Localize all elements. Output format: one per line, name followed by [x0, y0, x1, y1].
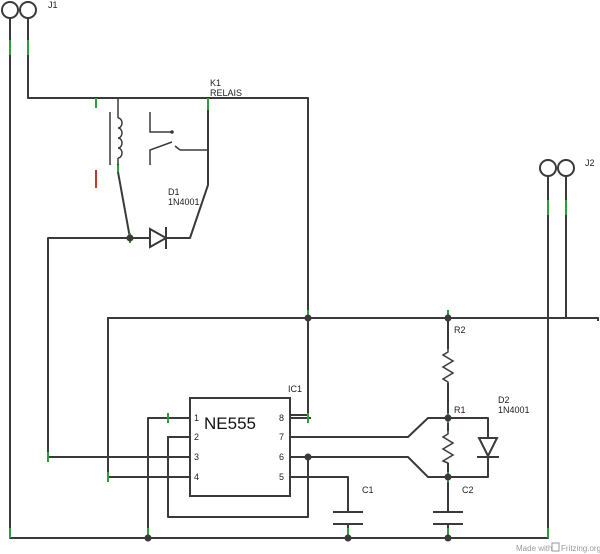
connector-j1: J1 [1, 0, 58, 55]
wire-ic-pin6 [289, 456, 449, 478]
relay-switch-arm-icon [149, 141, 173, 165]
capacitor-c2-label: C2 [462, 485, 474, 495]
diode-d1-value-label: 1N4001 [168, 197, 200, 207]
wire-ic-pin5-c1 [289, 476, 349, 513]
resistor-r2-label: R2 [454, 325, 466, 335]
j2-label: J2 [585, 158, 595, 168]
resistor-r1-label: R1 [454, 405, 466, 415]
capacitor-c2: C2 [433, 485, 474, 525]
j1-terminal-2-icon [19, 1, 37, 19]
junction-dot [444, 314, 452, 322]
junction-dot [304, 314, 312, 322]
relay-value-label: RELAIS [210, 88, 242, 98]
wire-d1-to-relay [129, 97, 209, 239]
j1-label: J1 [48, 0, 58, 10]
credit-brand: Fritzing.org [561, 544, 600, 553]
diode-d2: D2 1N4001 [477, 395, 530, 459]
ic-pin-3-label: 3 [194, 452, 199, 462]
ic-pin-2-label: 2 [194, 432, 199, 442]
wire-j1-ground [9, 17, 549, 539]
ic-pin-4-label: 4 [194, 472, 199, 482]
credit-made-with: Made with [516, 544, 552, 553]
wire-coil-to-d1 [117, 164, 132, 240]
junction-dot [444, 414, 452, 422]
wire-ic-pin7 [289, 417, 449, 438]
relay-coil-icon [117, 117, 123, 159]
relay-k1: K1 RELAIS [95, 78, 242, 188]
diode-d2-value-label: 1N4001 [498, 405, 530, 415]
capacitor-c1: C1 [333, 485, 374, 525]
wire-j1-supply [27, 17, 119, 99]
junction-dot [126, 234, 134, 242]
wires [9, 17, 599, 539]
ic-pin-8-label: 8 [279, 413, 284, 423]
diode-d2-icon [477, 437, 499, 459]
ic-ref-label: IC1 [288, 384, 302, 394]
relay-contact-no [149, 112, 172, 133]
junction-dot [144, 534, 152, 542]
ic-ne555: NE555 IC1 1 2 3 4 8 7 6 5 [167, 384, 311, 497]
diode-d2-ref-label: D2 [498, 395, 510, 405]
wire-ic-pin1-ground [147, 417, 169, 539]
resistor-r1: R1 [441, 405, 466, 464]
resistor-r2-icon [441, 348, 455, 384]
diode-d1-icon [149, 227, 169, 249]
j2-terminal-1-icon [539, 159, 557, 177]
resistor-r2: R2 [441, 325, 466, 384]
wire-d2-bottom [447, 457, 489, 478]
junction-dot [304, 453, 312, 461]
junction-dot [444, 534, 452, 542]
ic-body [189, 397, 291, 497]
ic-pin-5-label: 5 [279, 472, 284, 482]
junction-dot [344, 534, 352, 542]
ic-name-label: NE555 [204, 414, 256, 433]
wire-d2-top [447, 417, 489, 437]
relay-ref-label: K1 [210, 78, 221, 88]
capacitor-c1-label: C1 [362, 485, 374, 495]
junctions [126, 234, 452, 542]
ic-pin-7-label: 7 [279, 432, 284, 442]
wire-relay-rail [117, 97, 309, 416]
j1-terminal-1-icon [1, 1, 19, 19]
wire-d1-to-ic-pin3 [47, 237, 191, 458]
ic-pin-1-label: 1 [194, 413, 199, 423]
wire-mid-rail [107, 317, 599, 321]
resistor-r1-icon [441, 430, 455, 464]
diode-d1: D1 1N4001 [149, 187, 200, 249]
diode-d1-ref-label: D1 [168, 187, 180, 197]
junction-dot [444, 473, 452, 481]
connector-j2: J2 [539, 158, 595, 215]
ic-pin-6-label: 6 [279, 452, 284, 462]
fritzing-credit: Made with Fritzing.org [516, 542, 600, 553]
j2-terminal-2-icon [557, 159, 575, 177]
fritzing-logo-icon [551, 542, 560, 552]
